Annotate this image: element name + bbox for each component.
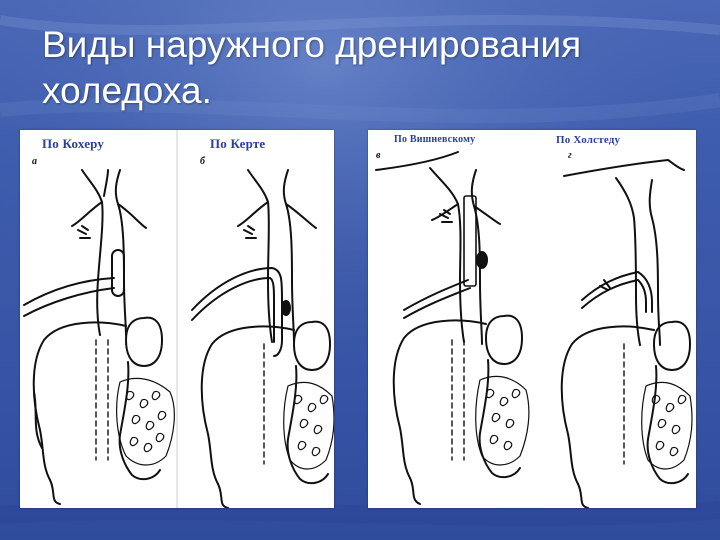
figure-a-pancreas bbox=[116, 377, 175, 466]
caption-kehr: По Керте bbox=[210, 136, 266, 151]
slide-title: Виды наружного дренирования холедоха. bbox=[42, 24, 582, 111]
caption-kocher: По Кохеру bbox=[42, 136, 105, 151]
figure-g-pancreas bbox=[641, 381, 693, 470]
figure-a-drawing bbox=[23, 169, 163, 505]
caption-halsted: По Холстеду bbox=[556, 134, 621, 146]
figure-letter-b: б bbox=[200, 156, 205, 167]
bile-duct-diagram-right bbox=[375, 151, 693, 508]
caption-vishnevsky: По Вишневскому bbox=[394, 134, 476, 145]
figure-v-pancreas bbox=[475, 375, 530, 466]
figure-letter-a: а bbox=[32, 156, 37, 167]
figure-g-drawing bbox=[560, 159, 691, 508]
figure-letter-g: г bbox=[568, 150, 572, 161]
figure-b-pancreas bbox=[283, 381, 334, 470]
bile-duct-diagram-left bbox=[23, 130, 334, 508]
figure-b-drawing bbox=[191, 169, 331, 508]
illustration-panel-left: По Кохеру а По Керте б bbox=[20, 130, 334, 508]
figure-letter-v: в bbox=[376, 150, 381, 161]
figure-v-drawing bbox=[375, 151, 523, 505]
illustration-panel-right: По Вишневскому в По Холстеду г bbox=[368, 130, 696, 508]
